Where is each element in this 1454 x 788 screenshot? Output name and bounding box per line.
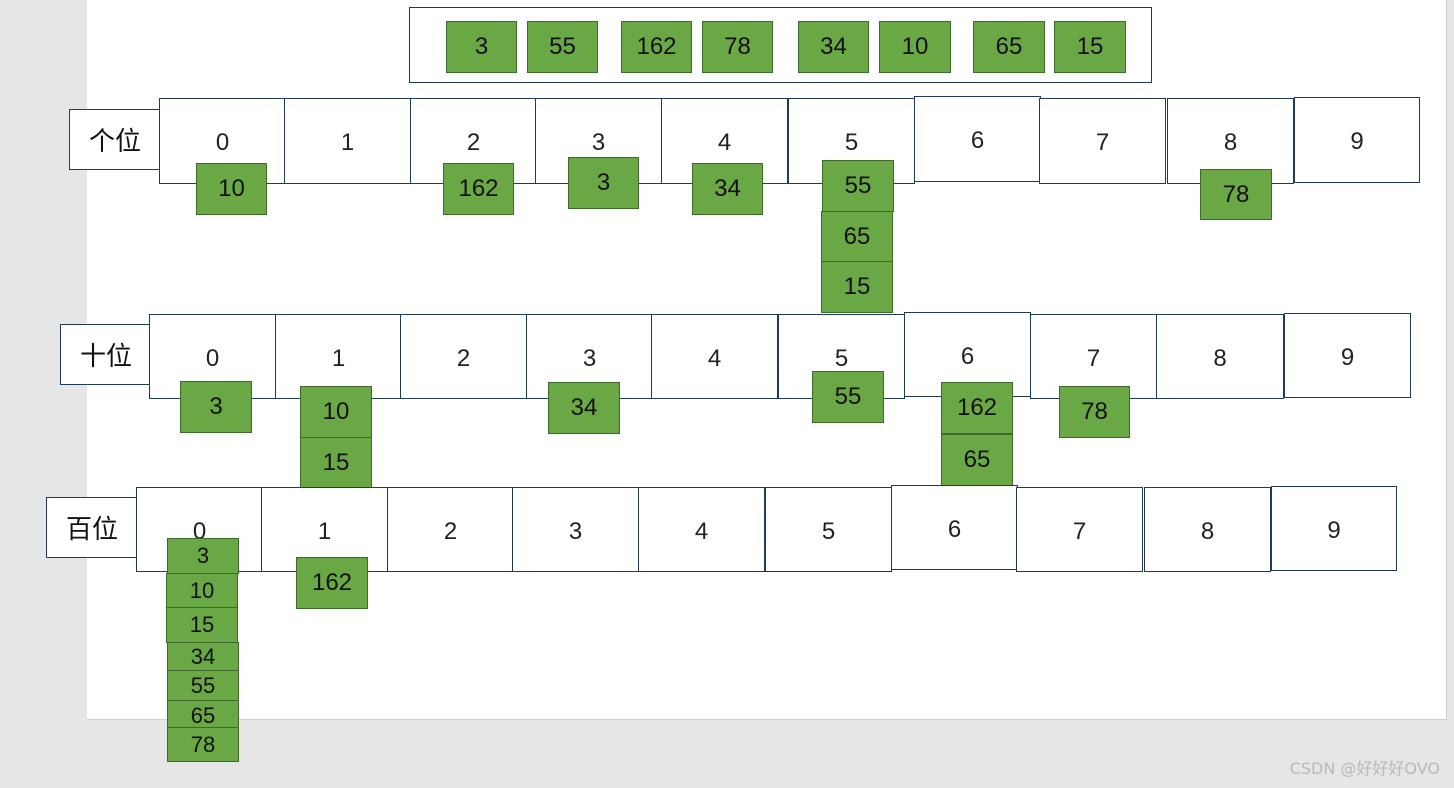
bucket-header: 6 (891, 485, 1018, 570)
bucket-header: 7 (1016, 487, 1143, 572)
bucket-header: 6 (914, 96, 1041, 182)
input-element: 65 (973, 21, 1045, 73)
bucket-header: 4 (638, 487, 765, 572)
bucket-item: 10 (196, 163, 267, 215)
input-element: 55 (527, 21, 598, 73)
bucket-header: 5 (765, 487, 892, 572)
bucket-item: 3 (167, 538, 239, 574)
pass-label-ones: 个位 (69, 109, 161, 170)
bucket-item: 65 (167, 700, 239, 731)
watermark: CSDN @好好好OVO (1289, 759, 1440, 778)
bucket-item: 10 (300, 386, 372, 438)
bucket-item: 15 (821, 261, 893, 313)
bucket-item: 162 (296, 557, 368, 609)
bucket-item: 78 (1200, 169, 1272, 220)
bucket-item: 162 (443, 163, 514, 215)
bucket-item: 78 (167, 727, 239, 762)
bucket-header: 2 (400, 314, 527, 399)
bucket-item: 34 (167, 642, 239, 672)
bucket-header: 7 (1039, 98, 1166, 184)
bucket-header: 9 (1284, 313, 1411, 398)
pass-label-tens: 十位 (60, 324, 152, 385)
bucket-header: 4 (651, 314, 778, 399)
bucket-item: 3 (568, 157, 639, 209)
bucket-item: 3 (180, 381, 252, 433)
input-element: 78 (702, 21, 773, 73)
bucket-header: 7 (1030, 314, 1157, 399)
input-element: 162 (621, 21, 692, 73)
bucket-header: 3 (526, 314, 653, 399)
input-element: 34 (798, 21, 869, 73)
input-element: 15 (1054, 21, 1126, 73)
bucket-header: 8 (1144, 487, 1271, 572)
bucket-header: 8 (1156, 314, 1284, 399)
bucket-item: 55 (822, 160, 894, 212)
bucket-header: 2 (387, 487, 514, 572)
input-element: 3 (446, 21, 517, 73)
bucket-header: 9 (1271, 486, 1397, 571)
bucket-header: 3 (512, 487, 639, 572)
bucket-header: 1 (284, 98, 411, 184)
bucket-item: 55 (812, 371, 884, 423)
bucket-item: 65 (821, 211, 893, 263)
bucket-item: 10 (166, 573, 238, 609)
bucket-item: 15 (166, 607, 238, 643)
bucket-item: 15 (300, 437, 372, 489)
pass-label-hundreds: 百位 (46, 497, 138, 558)
bucket-item: 65 (941, 434, 1013, 486)
bucket-item: 34 (548, 382, 620, 434)
input-element: 10 (879, 21, 951, 73)
bucket-item: 34 (692, 163, 763, 215)
bucket-header: 4 (661, 98, 788, 184)
bucket-item: 78 (1059, 386, 1130, 438)
bucket-header: 1 (275, 314, 402, 399)
bucket-header: 9 (1294, 97, 1420, 183)
bucket-item: 55 (167, 670, 239, 701)
bucket-item: 162 (941, 382, 1013, 434)
